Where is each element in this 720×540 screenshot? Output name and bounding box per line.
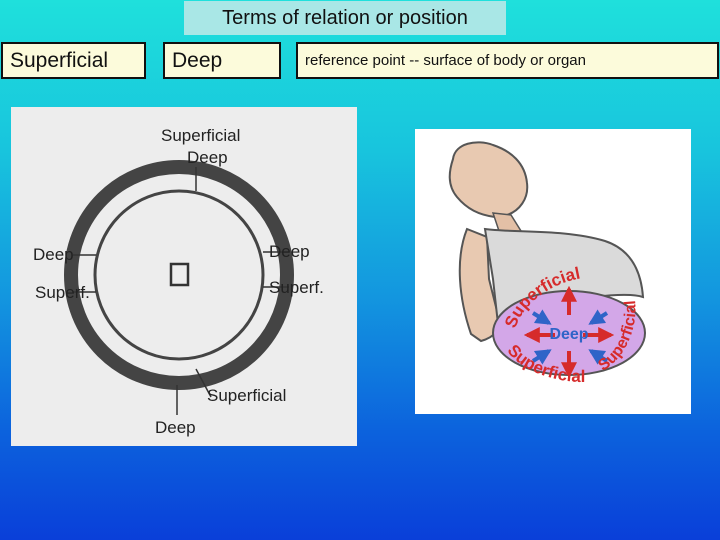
center-deep-label: Deep — [549, 326, 588, 343]
ring-diagram-panel: Superficial Deep Deep Superf. Deep Super… — [11, 107, 357, 446]
inner-ring — [93, 189, 265, 361]
torso-diagram-panel: Deep Superficial Superficial Superficial — [415, 129, 691, 414]
label-right-superf: Superf. — [269, 278, 324, 297]
head-shape — [448, 141, 529, 219]
outer-ring — [64, 160, 294, 390]
table-cell-superficial: Superficial — [1, 42, 146, 79]
center-square — [169, 262, 190, 287]
label-top-deep: Deep — [187, 148, 228, 167]
table-cell-definition: reference point -- surface of body or or… — [296, 42, 719, 79]
label-bottom-deep: Deep — [155, 418, 196, 437]
label-top-superficial: Superficial — [161, 126, 240, 145]
label-left-deep: Deep — [33, 245, 74, 264]
slide-title: Terms of relation or position — [184, 1, 506, 35]
table-cell-deep: Deep — [163, 42, 281, 79]
ring-diagram: Superficial Deep Deep Superf. Deep Super… — [33, 126, 324, 437]
torso-diagram: Deep Superficial Superficial Superficial — [448, 141, 646, 386]
label-left-superf: Superf. — [35, 283, 90, 302]
label-bottom-superficial: Superficial — [207, 386, 286, 405]
label-right-deep: Deep — [269, 242, 310, 261]
